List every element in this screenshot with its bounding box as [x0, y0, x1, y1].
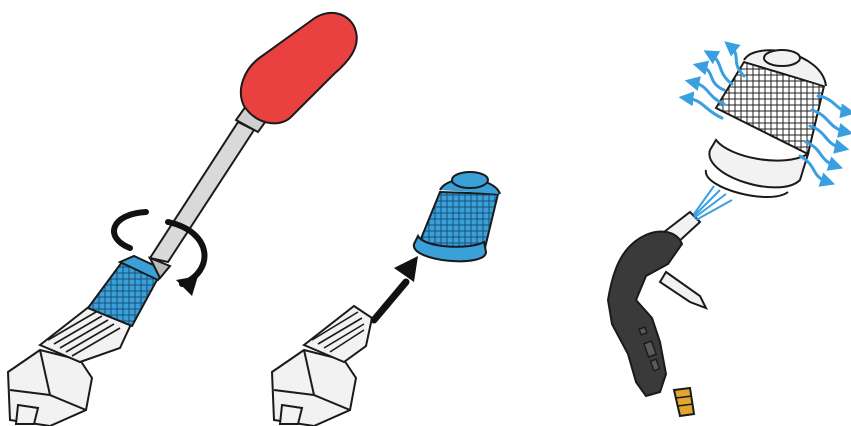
up-right-arrow-icon — [374, 256, 418, 320]
filter-cartridge-icon — [414, 172, 500, 261]
air-blow-gun-icon — [608, 212, 706, 416]
threaded-fitting-icon — [8, 306, 132, 426]
screwdriver-icon — [150, 13, 357, 278]
step-3-blow-clean — [608, 46, 848, 416]
threaded-fitting-icon — [272, 306, 372, 426]
air-jet-icon — [694, 186, 732, 220]
filter-cartridge-icon — [706, 50, 826, 197]
step-2-remove — [272, 172, 500, 426]
